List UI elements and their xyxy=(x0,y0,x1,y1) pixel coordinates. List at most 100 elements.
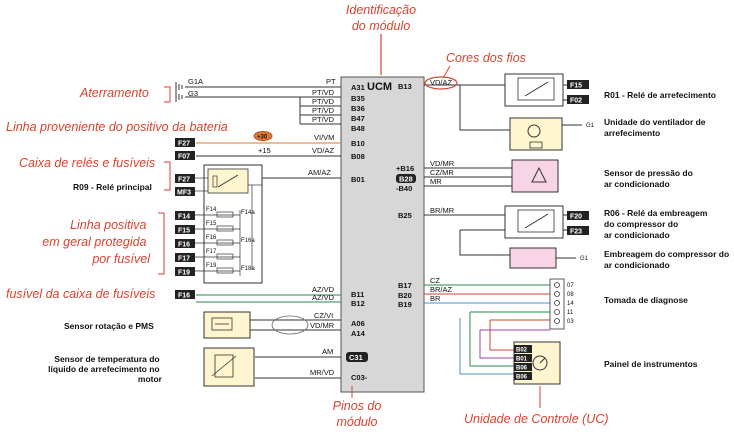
temperature-sensor xyxy=(203,347,255,387)
anno-positive-line: Linha positiva em geral protegida por fu… xyxy=(42,218,151,266)
inner-fuse-f19: F19 xyxy=(206,263,217,269)
pin-b17: B17 xyxy=(398,281,412,290)
fuse-f19: F19 xyxy=(178,270,190,277)
fuse-f07: F07 xyxy=(178,154,190,161)
anno-control-unit: Unidade de Controle (UC) xyxy=(464,412,609,426)
wire-amaz: AM/AZ xyxy=(308,168,331,177)
pin-b36: B36 xyxy=(351,104,365,113)
module-ucm-body xyxy=(340,76,425,393)
wire-azvd-2: AZ/VD xyxy=(312,293,335,302)
wire-ptvd-2: PT/VD xyxy=(312,97,335,106)
pin-a14: A14 xyxy=(351,329,366,338)
fuse-mf3: MF3 xyxy=(177,190,191,197)
pin-b35: B35 xyxy=(351,94,365,103)
right-wires xyxy=(424,84,550,375)
inner-fuse-f14a: F14a xyxy=(241,210,255,216)
fuse-f15-r: F15 xyxy=(570,83,582,90)
anno-relay-box: Caixa de relés e fusíveis xyxy=(19,156,155,170)
ground-g3: G3 xyxy=(188,89,198,98)
pin-c31-box xyxy=(346,352,368,362)
pin-b12: B12 xyxy=(351,299,365,308)
wire-vivm: VI/VM xyxy=(314,133,334,142)
pin-b01: B01 xyxy=(351,175,365,184)
wire-azvd-1: AZ/VD xyxy=(312,285,335,294)
pin-c31: C31 xyxy=(349,353,363,362)
label-diag: Tomada de diagnose xyxy=(604,295,688,305)
rotation-sensor xyxy=(203,311,251,339)
pressure-sensor xyxy=(511,159,559,193)
label-r01: R01 - Relé de arrefecimento xyxy=(604,90,716,100)
wire-br-r: BR xyxy=(430,294,441,303)
fuse-f27-top: F27 xyxy=(178,141,190,148)
fuse-f17: F17 xyxy=(178,256,190,263)
anno-battery-line: Linha proveniente do positivo da bateria xyxy=(6,120,228,134)
wire-cz-r: CZ xyxy=(430,276,440,285)
fuse-f23: F23 xyxy=(570,229,582,236)
wire-color-highlight xyxy=(424,76,458,90)
diag-pin-14: 14 xyxy=(567,301,574,307)
inner-fuse-f16a: F16a xyxy=(241,238,255,244)
pin-b25: B25 xyxy=(398,211,412,220)
pin-b20: B20 xyxy=(398,291,412,300)
diag-pin-08: 08 xyxy=(567,292,574,298)
anno-ground-bracket xyxy=(164,86,171,103)
wire-vdmr-r: VD/MR xyxy=(430,159,455,168)
fuse-f16-bottom: F16 xyxy=(178,293,190,300)
module-right-pins: B13 +B16 B28 -B40 B25 B17 B20 B19 xyxy=(396,82,416,309)
anno-wire-colors-pointer xyxy=(442,65,451,79)
fuse-f14: F14 xyxy=(178,214,190,221)
plus15-label: +15 xyxy=(258,146,271,155)
label-panel: Painel de instrumentos xyxy=(604,359,698,369)
pin-b40: -B40 xyxy=(396,184,412,193)
fuse-f16: F16 xyxy=(178,242,190,249)
pin-b28-box xyxy=(396,174,416,183)
pin-b10: B10 xyxy=(351,139,365,148)
inner-fuse-f16: F16 xyxy=(206,235,217,241)
panel-pin-b01: B01 xyxy=(516,357,528,363)
inner-fuse-f18a: F18a xyxy=(241,266,255,272)
module-name: UCM xyxy=(367,81,392,93)
panel-pin-b06-a: B06 xyxy=(516,366,528,372)
wire-pt: PT xyxy=(326,77,336,86)
pin-a31: A31 xyxy=(351,83,365,92)
wire-am: AM xyxy=(322,347,333,356)
label-temp-sensor: Sensor de temperatura do líquido de arre… xyxy=(48,354,163,384)
ground-g1a: G1A xyxy=(188,77,203,86)
wire-vdmr: VD/MR xyxy=(310,321,335,330)
wire-vdaz: VD/AZ xyxy=(312,146,335,155)
inner-fuse-f14: F14 xyxy=(206,207,217,213)
pin-b11: B11 xyxy=(351,290,364,299)
fuse-f20: F20 xyxy=(570,214,582,221)
relay-r01: F15 F02 xyxy=(504,73,589,107)
anno-wire-colors: Cores dos fios xyxy=(446,51,526,65)
left-wire-labels: PT PT/VD PT/VD PT/VD PT/VD VI/VM VD/AZ A… xyxy=(258,77,336,377)
wire-czvi: CZ/VI xyxy=(314,311,333,320)
pin-b47: B47 xyxy=(351,114,365,123)
pin-b13: B13 xyxy=(398,82,412,91)
wire-top-right: VD/AZ xyxy=(430,78,453,87)
module-left-pins: A31 B35 B36 B47 B48 B10 B08 B01 B11 B12 … xyxy=(346,83,368,382)
anno-ground: Aterramento xyxy=(79,86,149,100)
fan-unit: G1 xyxy=(509,117,595,151)
anno-relay-box-bracket xyxy=(164,161,171,191)
left-fuses: F27 F07 F27 MF3 F14 F15 F16 F17 F19 F16 xyxy=(175,138,195,300)
pin-b08: B08 xyxy=(351,152,365,161)
fuse-f27: F27 xyxy=(178,177,190,184)
fuse-f15: F15 xyxy=(178,228,190,235)
right-wire-labels: VD/MR CZ/MR MR BR/MR CZ BR/AZ BR xyxy=(430,159,455,303)
wire-brmr-r: BR/MR xyxy=(430,206,455,215)
pin-b16: +B16 xyxy=(396,164,414,173)
inner-fuse-f15: F15 xyxy=(206,221,217,227)
plus30-badge xyxy=(253,131,273,141)
pin-b28: B28 xyxy=(399,175,413,184)
diag-pin-11: 11 xyxy=(567,310,574,316)
wire-ptvd-4: PT/VD xyxy=(312,115,335,124)
wire-mrvd: MR/VD xyxy=(310,368,335,377)
